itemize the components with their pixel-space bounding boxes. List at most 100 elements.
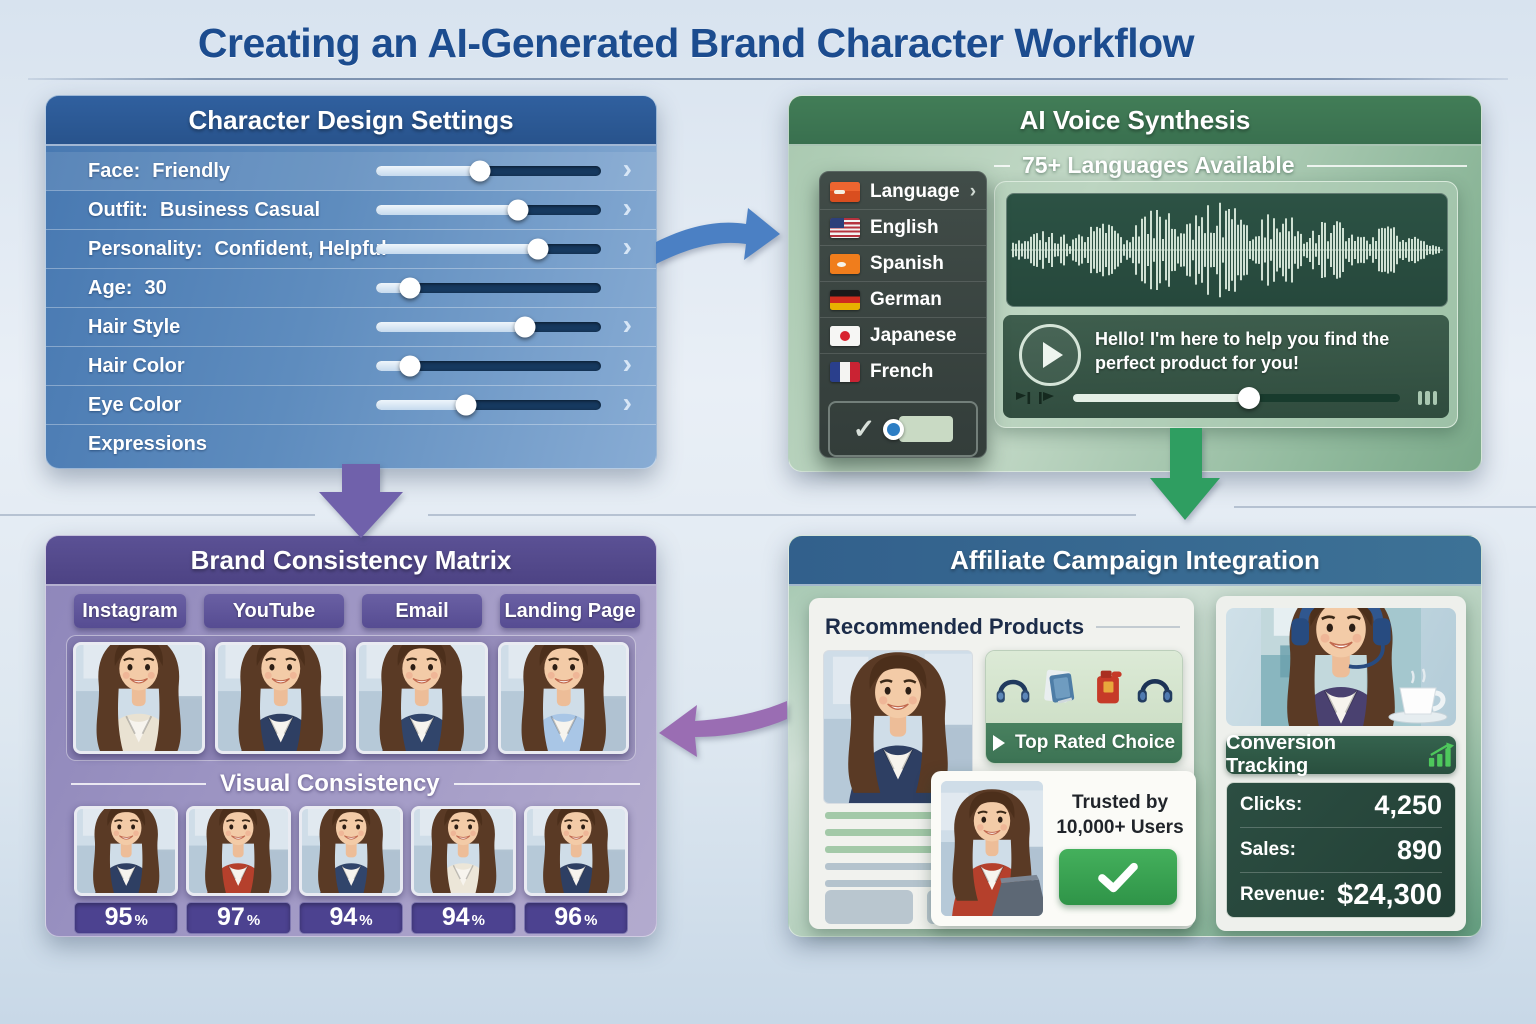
chevron-right-icon[interactable]: ›: [622, 153, 632, 185]
language-item-english[interactable]: English: [820, 210, 986, 246]
headphones-icon: [996, 679, 1030, 703]
design-row-outfit: Outfit:Business Casual›: [46, 190, 656, 229]
consistency-portrait-1: [74, 806, 179, 896]
language-item-japanese[interactable]: Japanese: [820, 318, 986, 354]
design-slider[interactable]: [376, 199, 601, 221]
language-item-french[interactable]: French: [820, 354, 986, 389]
chevron-right-icon[interactable]: ›: [622, 387, 632, 419]
headphones-icon: [1137, 679, 1173, 703]
check-icon: [1098, 862, 1138, 893]
design-slider[interactable]: [376, 238, 601, 260]
design-slider[interactable]: [376, 394, 601, 416]
chevron-right-icon[interactable]: ›: [622, 348, 632, 380]
slider-fill: [376, 322, 525, 332]
line-decoration: [71, 783, 206, 785]
progress-thumb[interactable]: [1238, 387, 1261, 409]
score-value: 96: [554, 903, 583, 931]
language-item-language[interactable]: Language ›: [820, 174, 986, 210]
design-slider[interactable]: [376, 355, 601, 377]
stat-value: 4,250: [1374, 789, 1442, 820]
language-label: Language: [870, 180, 960, 202]
title-divider: [28, 78, 1508, 80]
voice-synthesis-panel: AI Voice Synthesis 75+ Languages Availab…: [788, 95, 1482, 472]
toggle-track: [899, 416, 954, 442]
generic-flag-icon: [830, 181, 860, 202]
dash-decoration: [994, 164, 1010, 167]
product-promo-card: Top Rated Choice: [985, 650, 1183, 764]
design-row-value: Friendly: [152, 159, 231, 182]
fr-flag-icon: [830, 361, 860, 382]
design-slider[interactable]: [376, 316, 601, 338]
score-value: 94: [441, 903, 470, 931]
line-decoration: [453, 783, 640, 785]
language-item-german[interactable]: German: [820, 282, 986, 318]
consistency-score: 94%: [298, 902, 404, 934]
slider-thumb[interactable]: [399, 277, 421, 299]
verified-check-button[interactable]: [1059, 849, 1177, 905]
slider-thumb[interactable]: [399, 355, 421, 377]
character-design-title: Character Design Settings: [46, 96, 656, 146]
slider-fill: [376, 205, 518, 215]
marker-flag-icon-2[interactable]: [1038, 391, 1055, 406]
slider-thumb[interactable]: [455, 394, 477, 416]
brand-consistency-title: Brand Consistency Matrix: [46, 536, 656, 586]
trusted-label: Trusted by 10,000+ Users: [1051, 791, 1189, 840]
design-row-value: Confident, Helpful: [214, 237, 387, 260]
marker-flag-icon[interactable]: [1015, 391, 1032, 406]
slider-thumb[interactable]: [469, 160, 490, 182]
chevron-right-icon[interactable]: ›: [622, 231, 632, 263]
slider-thumb[interactable]: [507, 199, 529, 221]
language-label: Japanese: [870, 324, 957, 346]
progress-bar[interactable]: [1073, 387, 1400, 409]
stat-sales: Sales: 890: [1240, 827, 1442, 872]
play-icon: [1043, 342, 1063, 368]
slider-fill: [376, 400, 466, 410]
waveform-graphic: [1011, 202, 1443, 298]
design-row-label: Personality:: [88, 237, 203, 260]
volume-bars-icon[interactable]: [1417, 391, 1437, 405]
slider-fill: [376, 361, 410, 371]
channel-portraits: [66, 635, 636, 761]
top-rated-button[interactable]: Top Rated Choice: [986, 723, 1182, 763]
character-design-panel: Character Design Settings Face:Friendly›…: [45, 95, 657, 469]
arrow-voice-to-affiliate: [1150, 428, 1220, 520]
character-portrait-email: [356, 642, 488, 754]
conversion-tracking-label: Conversion Tracking: [1226, 732, 1337, 777]
consistency-score: 94%: [411, 902, 516, 934]
play-button[interactable]: [1019, 324, 1081, 386]
stat-label: Sales:: [1240, 839, 1296, 860]
design-row-label: Expressions: [88, 432, 207, 455]
product-icons-strip: [986, 651, 1182, 723]
consistency-score: 97%: [186, 902, 291, 934]
de-flag-icon: [830, 289, 860, 310]
placeholder-button[interactable]: [825, 890, 913, 924]
trusted-line2: 10,000+ Users: [1056, 816, 1184, 838]
stat-label: Clicks:: [1240, 794, 1303, 815]
consistency-score: 95%: [74, 902, 179, 934]
affiliate-title: Affiliate Campaign Integration: [789, 536, 1481, 586]
consistency-portraits: [74, 806, 629, 896]
chevron-right-icon[interactable]: ›: [622, 309, 632, 341]
top-rated-label: Top Rated Choice: [1014, 732, 1176, 753]
design-row-face: Face:Friendly›: [46, 152, 656, 190]
consistency-portrait-2: [186, 806, 291, 896]
design-slider[interactable]: [376, 277, 601, 299]
toggle-knob: [883, 418, 905, 440]
design-slider[interactable]: [376, 160, 601, 182]
stat-label: Revenue:: [1240, 884, 1326, 905]
player-controls: Hello! I'm here to help you find the per…: [1003, 315, 1449, 418]
chevron-right-icon[interactable]: ›: [622, 192, 632, 224]
design-row-label: Outfit:: [88, 198, 148, 221]
voice-synthesis-title: AI Voice Synthesis: [789, 96, 1481, 146]
voice-message: Hello! I'm here to help you find the per…: [1095, 329, 1390, 374]
character-portrait-landing-page: [497, 642, 629, 754]
language-toggle[interactable]: [883, 416, 954, 442]
slider-thumb[interactable]: [527, 238, 549, 260]
slider-thumb[interactable]: [514, 316, 535, 338]
stat-value: 890: [1396, 834, 1442, 865]
language-item-spanish[interactable]: Spanish: [820, 246, 986, 282]
chevron-right-icon: ›: [969, 180, 977, 202]
